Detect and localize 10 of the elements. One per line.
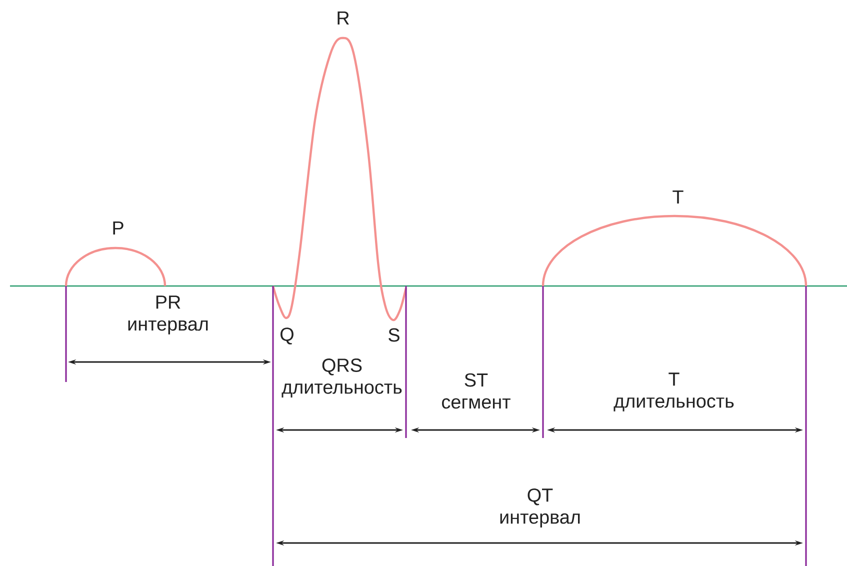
wave-label: S <box>388 328 400 342</box>
interval-label: QRS длительность <box>282 358 402 398</box>
wave-label: R <box>338 12 349 24</box>
interval-label: PR интервал <box>128 296 208 334</box>
interval-label: ST сегмент <box>442 373 510 409</box>
wave-label: T <box>672 190 684 204</box>
interval-label: QT интервал <box>500 488 580 528</box>
wave-label: Q <box>280 328 294 344</box>
wave-label: P <box>113 222 124 234</box>
interval-label: T длительность <box>614 372 734 412</box>
